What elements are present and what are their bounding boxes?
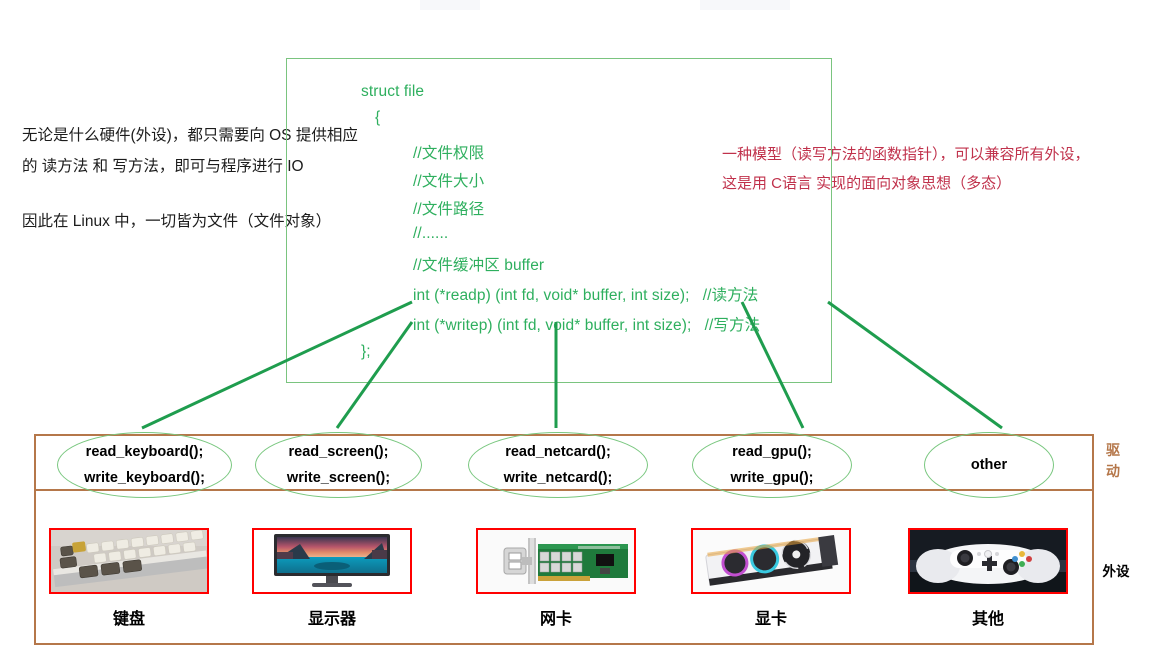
- driver-layer-label: 驱 动: [1100, 440, 1126, 482]
- gpu-photo: [691, 528, 851, 594]
- driver-read-fn: other: [970, 457, 1008, 473]
- code-line-9: };: [361, 343, 371, 360]
- netcard-icon: [478, 530, 634, 592]
- gamepad-icon: [910, 530, 1066, 592]
- code-line-6: //文件缓冲区 buffer: [413, 257, 545, 274]
- keyboard-photo: [49, 528, 209, 594]
- code-line-4: //文件路径: [413, 201, 485, 218]
- driver-write-fn: write_screen();: [286, 470, 391, 486]
- code-line-5: //......: [413, 225, 449, 242]
- code-line-7: int (*readp) (int fd, void* buffer, int …: [413, 287, 759, 304]
- left-note-block: 无论是什么硬件(外设)，都只需要向 OS 提供相应 的 读方法 和 写方法，即可…: [22, 120, 402, 182]
- device-label: 其他: [971, 611, 1004, 628]
- monitor-photo: [252, 528, 412, 594]
- driver-read-fn: read_netcard();: [505, 444, 611, 460]
- device-other[interactable]: 其他: [908, 528, 1068, 629]
- code-line-1: {: [375, 109, 381, 126]
- keyboard-icon: [51, 530, 207, 592]
- left-note-line1: 无论是什么硬件(外设)，都只需要向 OS 提供相应: [22, 127, 358, 144]
- left-note-block-2: 因此在 Linux 中，一切皆为文件（文件对象）: [22, 206, 402, 237]
- driver-write-fn: write_keyboard();: [84, 470, 205, 486]
- driver-bubble-netcard[interactable]: read_netcard(); write_netcard();: [468, 432, 648, 498]
- driver-bubble-gpu[interactable]: read_gpu(); write_gpu();: [692, 432, 852, 498]
- device-label: 键盘: [112, 611, 145, 628]
- monitor-icon: [254, 530, 410, 592]
- code-line-3: //文件大小: [413, 173, 485, 190]
- device-gpu[interactable]: 显卡: [691, 528, 851, 629]
- left-note-line3: 因此在 Linux 中，一切皆为文件（文件对象）: [22, 213, 332, 230]
- connector-line-other: [827, 300, 1003, 430]
- left-note-line2: 的 读方法 和 写方法，即可与程序进行 IO: [22, 158, 304, 175]
- driver-layer-label-char1: 驱: [1106, 442, 1120, 458]
- code-line-0: struct file: [361, 83, 425, 100]
- code-line-8: int (*writep) (int fd, void* buffer, int…: [413, 317, 761, 334]
- driver-bubble-keyboard[interactable]: read_keyboard(); write_keyboard();: [57, 432, 232, 498]
- driver-read-fn: read_gpu();: [732, 444, 812, 460]
- struct-file-box: struct file { //文件权限 //文件大小 //文件路径 //...…: [286, 58, 832, 383]
- right-note-block: 一种模型（读写方法的函数指针），可以兼容所有外设， 这是用 C语言 实现的面向对…: [722, 140, 1152, 198]
- driver-read-fn: read_keyboard();: [85, 444, 204, 460]
- driver-layer-label-char2: 动: [1106, 463, 1120, 479]
- peripheral-layer-label: 外设: [1102, 564, 1130, 579]
- device-label: 网卡: [539, 611, 572, 628]
- right-note-line2: 这是用 C语言 实现的面向对象思想（多态）: [722, 175, 1012, 192]
- netcard-photo: [476, 528, 636, 594]
- device-label: 显示器: [307, 611, 356, 628]
- driver-read-fn: read_screen();: [288, 444, 389, 460]
- driver-bubble-screen[interactable]: read_screen(); write_screen();: [255, 432, 422, 498]
- driver-write-fn: write_gpu();: [730, 470, 814, 486]
- gamepad-photo: [908, 528, 1068, 594]
- device-label: 显卡: [754, 611, 787, 628]
- gpu-icon: [693, 530, 849, 592]
- artifact-top-left: [420, 0, 480, 10]
- device-monitor[interactable]: 显示器: [252, 528, 412, 629]
- driver-write-fn: write_netcard();: [503, 470, 613, 486]
- artifact-top-right: [700, 0, 790, 10]
- device-netcard[interactable]: 网卡: [476, 528, 636, 629]
- driver-bubble-other[interactable]: other: [924, 432, 1054, 498]
- code-line-2: //文件权限: [413, 145, 485, 162]
- device-keyboard[interactable]: 键盘: [49, 528, 209, 629]
- right-note-line1: 一种模型（读写方法的函数指针），可以兼容所有外设，: [722, 146, 1090, 163]
